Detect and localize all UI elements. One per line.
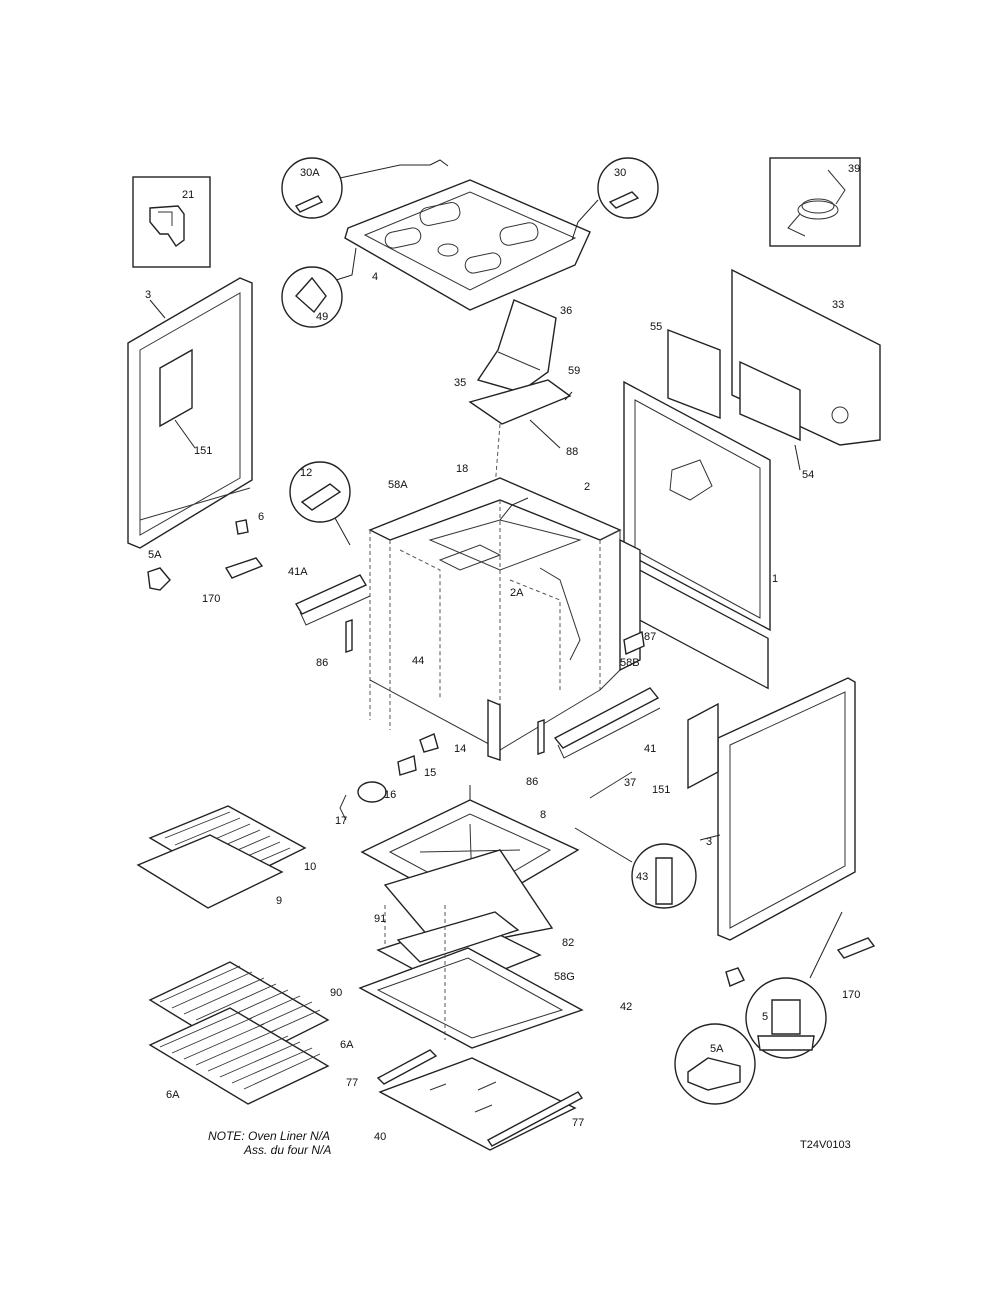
callout-55: 55 (650, 321, 662, 333)
callout-30: 30 (614, 167, 626, 179)
callout-9: 9 (276, 895, 282, 907)
callout-170-right: 170 (842, 989, 860, 1001)
callout-49: 49 (316, 311, 328, 323)
callout-5: 5 (762, 1011, 768, 1023)
rear-panel (667, 268, 881, 471)
callout-5a-left: 5A (148, 549, 162, 561)
callout-87: 87 (644, 631, 656, 643)
callout-91: 91 (374, 913, 386, 925)
detail-43 (574, 827, 697, 909)
inset-power-cord (769, 157, 861, 247)
callout-37: 37 (624, 777, 636, 789)
callout-58b: 58B (620, 657, 640, 669)
callout-77-left: 77 (346, 1077, 358, 1089)
callout-2a: 2A (510, 587, 524, 599)
callout-5a-right: 5A (710, 1043, 724, 1055)
callout-58a: 58A (388, 479, 408, 491)
callout-17: 17 (335, 815, 347, 827)
note-oven-liner-fr: Ass. du four N/A (243, 1143, 331, 1157)
callout-151-left: 151 (194, 445, 212, 457)
part-87 (623, 630, 645, 656)
callout-54: 54 (802, 469, 814, 481)
callout-43: 43 (636, 871, 648, 883)
detail-30 (571, 157, 659, 241)
light-assembly (339, 733, 439, 821)
vent-duct (468, 299, 573, 489)
detail-30a (281, 157, 430, 219)
callout-30a: 30A (300, 167, 320, 179)
part-37 (589, 771, 633, 799)
callout-8: 8 (540, 809, 546, 821)
callout-2: 2 (584, 481, 590, 493)
callout-77-right: 77 (572, 1117, 584, 1129)
cooktop-frame (329, 159, 591, 311)
callout-90: 90 (330, 987, 342, 999)
callout-12: 12 (300, 467, 312, 479)
callout-44: 44 (412, 655, 424, 667)
callout-6: 6 (258, 511, 264, 523)
inset-part-21 (132, 176, 211, 268)
detail-12 (289, 461, 351, 546)
callout-4: 4 (372, 271, 378, 283)
callout-88: 88 (566, 446, 578, 458)
callout-18: 18 (456, 463, 468, 475)
callout-33: 33 (832, 299, 844, 311)
callout-3-left: 3 (145, 289, 151, 301)
callout-6a-top: 6A (340, 1039, 354, 1051)
callout-39: 39 (848, 163, 860, 175)
broiler-pan (136, 805, 307, 909)
broiler-assembly (358, 905, 584, 1049)
callout-86-right: 86 (526, 776, 538, 788)
drawer-liner (376, 1049, 584, 1151)
left-oven-door (127, 277, 253, 549)
oven-racks (148, 961, 330, 1105)
side-panel (623, 380, 771, 690)
note-oven-liner: NOTE: Oven Liner N/A (208, 1129, 330, 1143)
callout-1: 1 (772, 573, 778, 585)
callout-10: 10 (304, 861, 316, 873)
drawing-code: T24V0103 (800, 1139, 851, 1151)
callout-58g: 58G (554, 971, 575, 983)
callout-41: 41 (644, 743, 656, 755)
callout-86-left: 86 (316, 657, 328, 669)
callout-21: 21 (182, 189, 194, 201)
callout-35: 35 (454, 377, 466, 389)
callout-36: 36 (560, 305, 572, 317)
callout-151-right: 151 (652, 784, 670, 796)
callout-82: 82 (562, 937, 574, 949)
callout-6a-bottom: 6A (166, 1089, 180, 1101)
callout-labels: 21 30A 30 39 3 4 49 36 33 55 35 59 88 15… (145, 163, 860, 1143)
callout-15: 15 (424, 767, 436, 779)
callout-41a: 41A (288, 566, 308, 578)
left-hinge-parts (147, 519, 264, 591)
brackets-86 (345, 619, 545, 755)
callout-42: 42 (620, 1001, 632, 1013)
side-rails (294, 574, 661, 759)
leveling-feet (674, 911, 876, 1105)
callout-14: 14 (454, 743, 466, 755)
callout-16: 16 (384, 789, 396, 801)
callout-59: 59 (568, 365, 580, 377)
callout-3-right: 3 (706, 836, 712, 848)
detail-49 (281, 266, 343, 328)
callout-170-left: 170 (202, 593, 220, 605)
right-oven-door (687, 677, 856, 941)
callout-40: 40 (374, 1131, 386, 1143)
